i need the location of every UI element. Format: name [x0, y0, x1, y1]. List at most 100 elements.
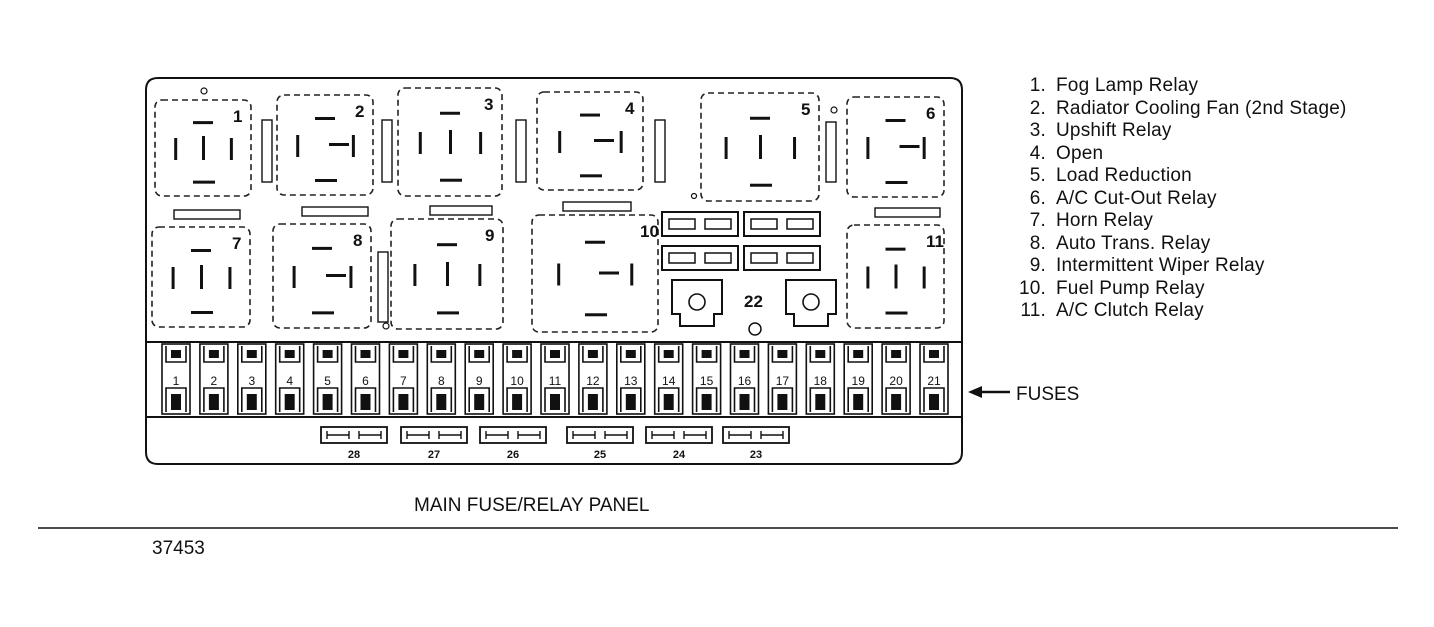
horizontal-slot — [429, 205, 493, 216]
fuse-number: 18 — [814, 374, 828, 388]
fuse-4: 4 — [274, 343, 305, 415]
mini-fuse-24: 24 — [645, 426, 713, 461]
horizontal-slot — [301, 206, 369, 217]
fuse-number: 21 — [927, 374, 941, 388]
fuse-number: 10 — [510, 374, 524, 388]
fuse-11: 11 — [540, 343, 570, 415]
fuse-16: 16 — [729, 343, 760, 415]
legend-item: 9. Intermittent Wiper Relay — [1012, 255, 1412, 277]
legend-number: 6. — [1029, 187, 1046, 209]
mini-fuse-number: 25 — [594, 449, 606, 461]
relay-6: 6 — [846, 96, 945, 198]
fuse-3: 3 — [237, 343, 267, 415]
fuse-number: 19 — [852, 374, 866, 388]
relay-number: 11 — [926, 232, 944, 251]
horizontal-slot — [874, 207, 941, 218]
legend-number: 4. — [1029, 142, 1046, 164]
mounting-hole — [748, 322, 762, 336]
relay-7: 7 — [151, 226, 251, 328]
large-fuse — [743, 245, 821, 271]
fuse-6: 6 — [350, 343, 381, 415]
mini-fuse-26: 26 — [479, 426, 547, 461]
mini-fuse-23: 23 — [722, 426, 790, 461]
fuse-10: 10 — [502, 343, 532, 415]
legend-item: 6. A/C Cut-Out Relay — [1012, 188, 1412, 210]
fuse-number: 2 — [211, 374, 218, 388]
fuse-number: 5 — [324, 374, 331, 388]
legend-label: Fuel Pump Relay — [1056, 277, 1205, 299]
legend-item: 3.Upshift Relay — [1012, 120, 1412, 142]
legend-number: 1. — [1029, 75, 1046, 96]
relay-number: 1 — [233, 107, 242, 126]
large-fuse — [661, 245, 739, 271]
vertical-slot — [377, 251, 389, 323]
fuse-2: 2 — [199, 343, 229, 415]
fuse-number: 14 — [662, 374, 676, 388]
legend-label: Load Reduction — [1056, 165, 1192, 186]
fuse-13: 13 — [615, 343, 646, 415]
mini-fuse-27: 27 — [400, 426, 468, 461]
legend-label: Radiator Cooling Fan (2nd Stage) — [1056, 97, 1347, 119]
legend-number: 11. — [1020, 300, 1046, 321]
legend-label: Upshift Relay — [1056, 120, 1172, 141]
legend-label: A/C Cut-Out Relay — [1056, 187, 1217, 209]
legend-item: 8. Auto Trans. Relay — [1012, 233, 1412, 255]
relay-3: 3 — [397, 87, 503, 197]
fuse-number: 17 — [776, 374, 790, 388]
mini-fuse-25: 25 — [566, 426, 634, 461]
fuse-19: 19 — [843, 343, 874, 415]
fuse-number: 7 — [400, 374, 407, 388]
mounting-hole — [200, 87, 208, 95]
legend-label: Open — [1056, 142, 1104, 164]
relay-2: 2 — [276, 94, 374, 196]
legend-number: 8. — [1029, 232, 1046, 254]
legend-item: 7.Horn Relay — [1012, 210, 1412, 232]
legend-number: 9. — [1029, 255, 1046, 276]
legend-label: A/C Clutch Relay — [1056, 300, 1204, 321]
fuse-number: 15 — [700, 374, 714, 388]
legend-label: Intermittent Wiper Relay — [1056, 255, 1265, 276]
mounting-hole — [382, 322, 390, 330]
fuse-15: 15 — [691, 343, 722, 415]
legend-label: Auto Trans. Relay — [1056, 232, 1211, 254]
relay-number: 4 — [625, 99, 635, 118]
mounting-hole — [830, 106, 838, 114]
vertical-slot — [261, 119, 273, 183]
relay-10: 10 — [531, 214, 659, 333]
relay-5: 5 — [700, 92, 820, 202]
fuse-number: 8 — [438, 374, 445, 388]
fuse-5: 5 — [312, 343, 343, 415]
relay-4: 4 — [536, 91, 644, 191]
legend-item: 4. Open — [1012, 143, 1412, 165]
relay-number: 10 — [640, 222, 659, 241]
legend-number: 5. — [1029, 165, 1046, 186]
legend-item: 2. Radiator Cooling Fan (2nd Stage) — [1012, 98, 1412, 120]
legend-number: 2. — [1029, 97, 1046, 119]
fuse-number: 12 — [586, 374, 600, 388]
fuses-arrow — [968, 386, 1010, 398]
fuses-label: FUSES — [1016, 384, 1079, 405]
fuse-number: 9 — [476, 374, 483, 388]
legend-item: 1.Fog Lamp Relay — [1012, 75, 1412, 97]
fuse-12: 12 — [578, 343, 608, 415]
vertical-slot — [654, 119, 666, 183]
relay-9: 9 — [390, 218, 504, 330]
mini-fuse-number: 28 — [348, 449, 360, 461]
panel-outline — [145, 77, 963, 465]
relay-1: 1 — [154, 99, 252, 197]
fuse-number: 4 — [286, 374, 293, 388]
vertical-slot — [381, 119, 393, 183]
relay-number: 8 — [353, 231, 362, 250]
fuse-number: 1 — [173, 374, 180, 388]
mini-fuse-number: 27 — [428, 449, 440, 461]
relay-number: 3 — [484, 95, 493, 114]
large-fuse — [661, 211, 739, 237]
terminal-post — [671, 279, 723, 327]
fuse-20: 20 — [881, 343, 911, 415]
relay-8: 8 — [272, 223, 372, 329]
fuse-18: 18 — [805, 343, 836, 415]
fuse-number: 13 — [624, 374, 638, 388]
fuse-7: 7 — [388, 343, 419, 415]
legend-item: 10.Fuel Pump Relay — [1012, 278, 1412, 300]
